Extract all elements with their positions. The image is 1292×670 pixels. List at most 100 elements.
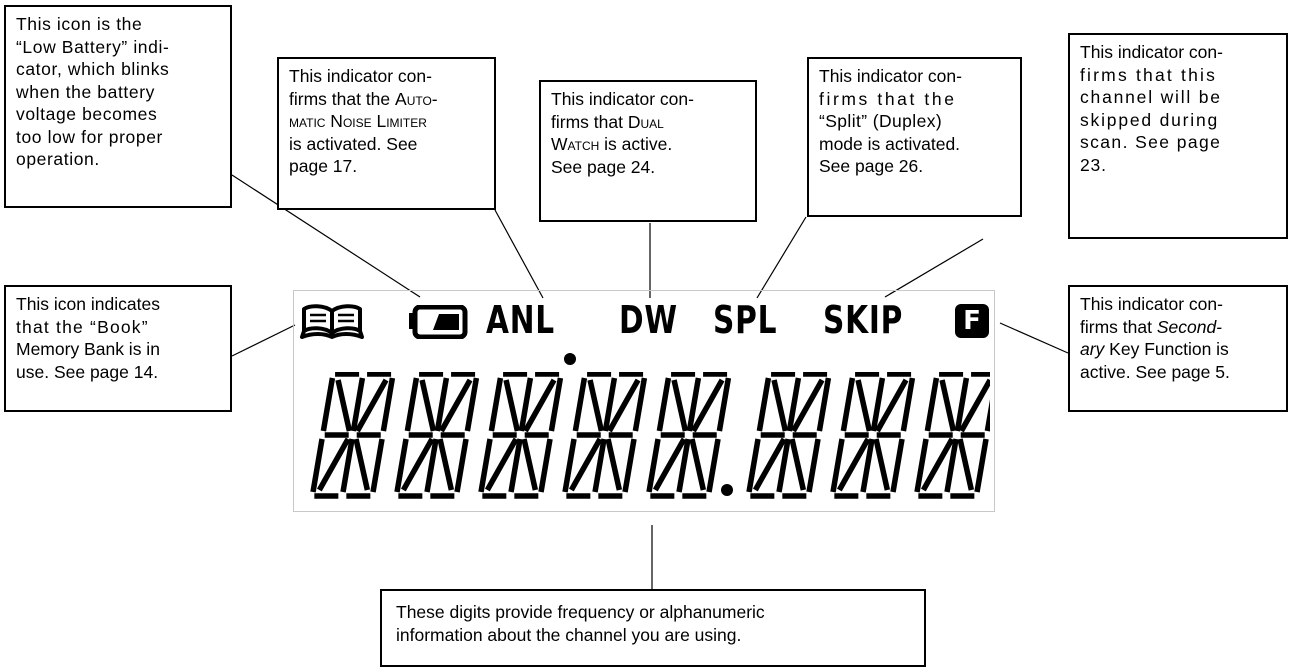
segment: [900, 377, 916, 432]
segment: [789, 438, 807, 491]
callout-split: This indicator con- firms that the “Spli…: [807, 57, 1022, 217]
segment: [350, 377, 366, 432]
segment: [914, 438, 929, 493]
segment: [518, 377, 534, 432]
leader-split: [756, 216, 807, 299]
segment: [746, 438, 761, 493]
segment: [602, 377, 618, 432]
segment: [957, 438, 975, 491]
segment: [538, 438, 553, 493]
segment: [716, 377, 732, 432]
segment: [587, 379, 605, 432]
segment: [756, 377, 772, 432]
segment: [521, 438, 539, 491]
segment-digits: [310, 372, 990, 499]
segment: [954, 377, 970, 432]
segment: [562, 438, 577, 493]
segment-digit: [746, 372, 832, 499]
segment: [974, 438, 989, 493]
leader-low-battery: [231, 174, 421, 298]
segment-digit: [562, 372, 648, 499]
segment: [771, 379, 789, 432]
segment: [676, 438, 691, 493]
segment: [920, 437, 955, 492]
leader-secondary: [999, 322, 1069, 354]
segment: [752, 437, 787, 492]
segment: [488, 377, 504, 432]
segment: [924, 377, 940, 432]
segment: [656, 377, 672, 432]
segment: [686, 377, 702, 432]
segment: [464, 377, 480, 432]
segment: [939, 379, 957, 432]
callout-low-battery: This icon is the “Low Battery” indi- cat…: [4, 5, 232, 208]
segment: [316, 437, 351, 492]
segment-digit: [646, 372, 732, 499]
segment: [671, 379, 689, 432]
segment: [522, 378, 557, 433]
lcd-display: [293, 290, 995, 512]
anl-indicator: ANL: [486, 298, 555, 342]
leader-anl: [494, 209, 544, 299]
segment: [690, 378, 725, 433]
segment-digit: [310, 372, 396, 499]
segment: [890, 438, 905, 493]
segment: [380, 377, 396, 432]
segment: [572, 377, 588, 432]
segment: [503, 379, 521, 432]
battery-icon: [409, 305, 468, 339]
segment-digit: [478, 372, 564, 499]
leader-book: [231, 324, 296, 357]
segment: [438, 378, 473, 433]
segment: [652, 437, 687, 492]
callout-dual-watch: This indicator con- firms that Dual Watc…: [539, 80, 757, 222]
segment: [606, 378, 641, 433]
callout-anl: This indicator con- firms that the Auto-…: [277, 57, 496, 210]
callout-digits: These digits provide frequency or alphan…: [380, 589, 926, 667]
segment: [830, 438, 845, 493]
callout-skip: This indicator con- firms that this chan…: [1068, 33, 1288, 239]
segment: [454, 438, 469, 493]
f-indicator-label: F: [963, 306, 981, 336]
segment: [870, 377, 886, 432]
upper-dot: [564, 353, 576, 365]
segment: [404, 377, 420, 432]
segment: [548, 377, 564, 432]
segment: [855, 379, 873, 432]
segment: [816, 377, 832, 432]
segment: [806, 438, 821, 493]
segment: [874, 378, 909, 433]
segment: [605, 438, 623, 491]
segment: [958, 378, 990, 433]
segment: [400, 437, 435, 492]
segment: [860, 438, 875, 493]
segment: [335, 379, 353, 432]
segment: [419, 379, 437, 432]
segment: [790, 378, 825, 433]
segment-digit: [914, 372, 990, 499]
segment: [394, 438, 409, 493]
segment: [320, 377, 336, 432]
segment: [984, 399, 990, 432]
leader-skip: [884, 238, 984, 298]
f-box-icon: F: [955, 304, 989, 338]
decimal-point: [721, 484, 733, 496]
segment: [836, 437, 871, 492]
dw-indicator: DW: [619, 298, 678, 342]
segment: [484, 437, 519, 492]
segment: [478, 438, 493, 493]
skip-indicator: SKIP: [823, 298, 904, 342]
segment: [776, 438, 791, 493]
segment: [354, 378, 389, 433]
segment: [370, 438, 385, 493]
segment: [840, 377, 856, 432]
segment: [873, 438, 891, 491]
segment: [310, 438, 325, 493]
segment-digit: [394, 372, 480, 499]
segment: [622, 438, 637, 493]
segment: [632, 377, 648, 432]
segment: [944, 438, 959, 493]
segment: [689, 438, 707, 491]
callout-book: This icon indicates that the “Book” Memo…: [4, 285, 232, 412]
